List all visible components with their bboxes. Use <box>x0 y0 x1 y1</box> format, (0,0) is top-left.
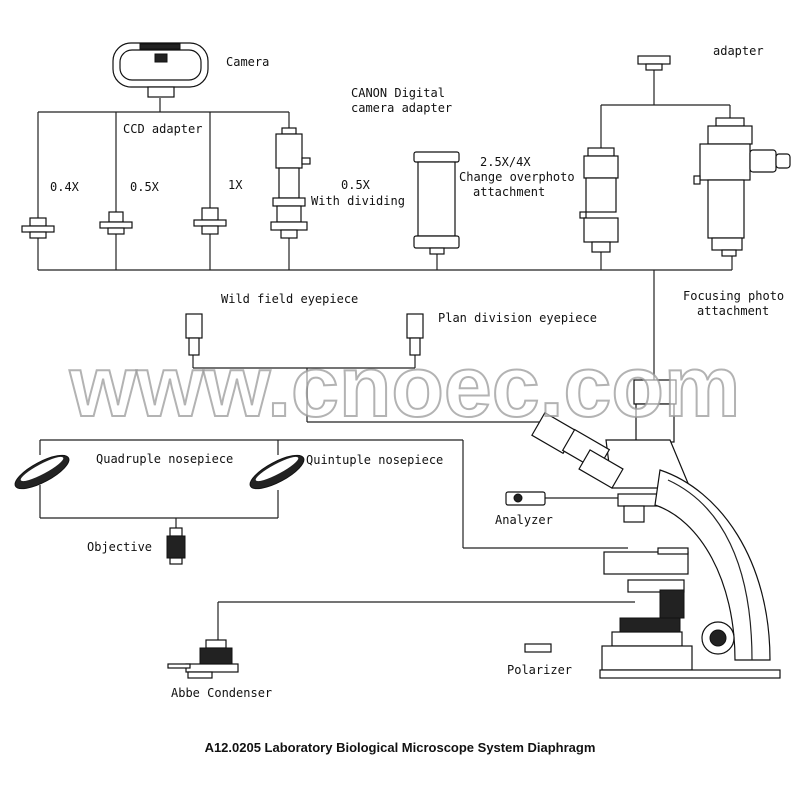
diagram-caption: A12.0205 Laboratory Biological Microscop… <box>204 740 596 755</box>
label-analyzer: Analyzer <box>495 513 553 527</box>
label-focusing-line1: Focusing photo <box>683 289 785 303</box>
watermark: www.cnoec.com <box>68 342 742 432</box>
change-overphoto-illustration <box>579 147 619 253</box>
label-polarizer: Polarizer <box>507 663 573 677</box>
objective-illustration <box>166 527 186 565</box>
label-canon-line1: CANON Digital <box>351 86 445 100</box>
adapter-05x-illustration <box>99 211 133 235</box>
svg-text:www.cnoec.com: www.cnoec.com <box>69 342 741 432</box>
microscope-illustration <box>531 379 781 679</box>
label-change-line1: 2.5X/4X <box>480 155 531 169</box>
label-05x-dividing-line2: With dividing <box>311 194 405 208</box>
polarizer-illustration <box>524 643 552 653</box>
focusing-photo-illustration <box>693 117 791 257</box>
wild-field-eyepiece-illustration <box>185 313 203 356</box>
quadruple-nosepiece-illustration <box>14 454 70 490</box>
label-abbe-condenser: Abbe Condenser <box>171 686 273 700</box>
label-canon-line2: camera adapter <box>351 101 453 115</box>
label-change-line3: attachment <box>473 185 546 199</box>
label-05x: 0.5X <box>130 180 159 194</box>
label-quintuple-nosepiece: Quintuple nosepiece <box>306 453 444 467</box>
label-1x: 1X <box>228 178 243 192</box>
label-camera: Camera <box>226 55 270 69</box>
adapter-04x-illustration <box>21 217 55 239</box>
abbe-condenser-illustration <box>167 639 239 679</box>
label-plan-division-eyepiece: Plan division eyepiece <box>438 311 597 325</box>
label-objective: Objective <box>87 540 153 554</box>
plan-division-eyepiece-illustration <box>406 313 424 356</box>
label-focusing-line2: attachment <box>697 304 770 318</box>
camera-illustration <box>112 42 209 98</box>
label-quadruple-nosepiece: Quadruple nosepiece <box>96 452 234 466</box>
adapter-05x-dividing-illustration <box>270 127 311 239</box>
top-adapter-illustration <box>637 55 671 71</box>
label-adapter: adapter <box>713 44 764 58</box>
canon-adapter-illustration <box>413 151 460 255</box>
label-wild-field-eyepiece: Wild field eyepiece <box>221 292 359 306</box>
label-04x: 0.4X <box>50 180 79 194</box>
label-ccd-adapter: CCD adapter <box>123 122 203 136</box>
analyzer-illustration <box>505 491 546 506</box>
label-change-line2: Change overphoto <box>459 170 575 184</box>
adapter-1x-illustration <box>193 207 227 235</box>
connector-lines <box>37 70 733 640</box>
label-05x-dividing-line1: 0.5X <box>341 178 370 192</box>
quintuple-nosepiece-illustration <box>249 454 305 490</box>
